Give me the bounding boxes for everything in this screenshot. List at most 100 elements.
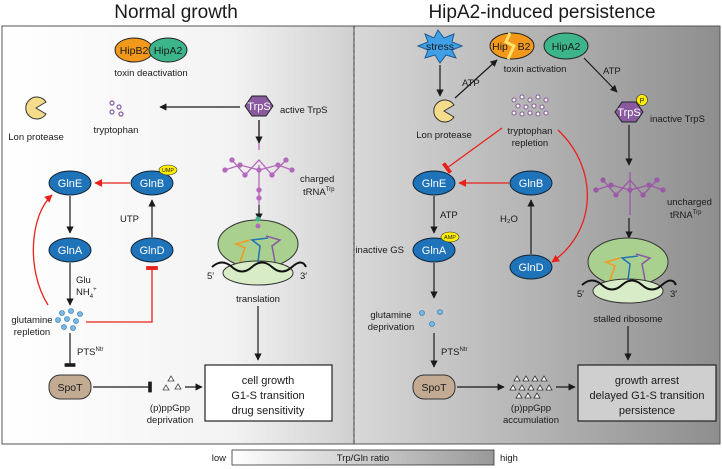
translation-label: translation — [236, 294, 280, 305]
glnb-node — [130, 170, 174, 196]
hipa2-free-label: HipA2 — [552, 41, 581, 53]
h2o-label: H₂O — [500, 214, 518, 225]
legend-ratio-label: Trp/Gln ratio — [337, 453, 389, 464]
nh4-label: NH4+ — [76, 287, 97, 300]
utp-label: UTP — [120, 214, 139, 225]
lon-protease-label: Lon protease — [8, 132, 63, 143]
trna-in-stalled-ribosome-icon — [603, 253, 652, 281]
accumulation-label: accumulation — [503, 415, 559, 426]
tryptophan-label-right: tryptophan — [508, 126, 553, 137]
persistence-outcome-line-2: delayed G1-S transition — [590, 390, 705, 402]
amp-label: AMP — [444, 235, 456, 241]
b2-label: B2 — [518, 41, 531, 53]
ump-badge — [158, 164, 178, 176]
mrna-strand-right — [581, 279, 677, 291]
persistence-outcome-line-3: persistence — [619, 405, 675, 417]
trp-to-glnd-arrow — [551, 129, 588, 263]
lon-protease-icon — [25, 96, 47, 120]
glnd-node-right — [509, 254, 553, 280]
normal-growth-title: Normal growth — [114, 2, 238, 23]
ppgpp-accumulation-icon — [509, 375, 553, 399]
spot-node — [48, 374, 92, 400]
stress-icon — [416, 29, 464, 64]
deprivation-label-right: deprivation — [368, 322, 414, 333]
trna-in-ribosome-icon — [233, 216, 282, 263]
lon-to-hipb2-arrow — [454, 59, 498, 99]
ptsntr-label-right: PTSNtr — [441, 347, 467, 358]
ppgpp-label: (p)ppGpp — [150, 403, 190, 414]
ppgpp-deprivation-label: deprivation — [147, 415, 193, 426]
hipb2-break-icon — [504, 32, 516, 60]
glna-node-right — [412, 237, 456, 263]
tryptophan-repletion-icon — [511, 94, 549, 117]
lon-protease-icon-right — [433, 99, 455, 123]
glutamine-inhibits-glnd — [86, 266, 158, 323]
glnd-node — [130, 237, 174, 263]
tryptophan-label: tryptophan — [94, 125, 139, 136]
repletion-label: repletion — [14, 327, 50, 338]
glnb-label: GlnB — [140, 178, 164, 190]
glne-label-right: GlnE — [422, 178, 446, 190]
three-prime-label-right: 3′ — [670, 289, 677, 300]
legend-low-label: low — [212, 453, 226, 464]
lon-protease-label-right: Lon protease — [416, 130, 471, 141]
spot-node-right — [412, 374, 456, 400]
persistence-title: HipA2-induced persistence — [428, 2, 655, 23]
trps-inactive-label: TrpS — [617, 107, 640, 119]
hipb2-label: HipB2 — [120, 45, 149, 57]
persistence-outcome-line-1: growth arrest — [615, 375, 679, 387]
glna-label: GlnA — [58, 245, 83, 257]
uncharged-trna-icon — [593, 172, 666, 215]
ppgpp-label-right: (p)ppGpp — [511, 403, 551, 414]
atp-label-1: ATP — [462, 78, 480, 89]
glutamine-label-right: glutamine — [370, 310, 411, 321]
outcome-line-1: cell growth — [242, 375, 295, 387]
amp-badge — [440, 231, 460, 243]
hipa2-free-node — [543, 32, 589, 60]
five-prime-label: 5′ — [207, 271, 214, 282]
glnd-label-right: GlnD — [518, 262, 543, 274]
glu-label: Glu — [76, 275, 91, 286]
trps-inactive-node — [614, 101, 644, 123]
hipa2-to-trps-arrow — [583, 57, 618, 93]
trna-label: tRNATrp — [303, 187, 335, 198]
spot-label: SpoT — [57, 382, 83, 394]
glna-label-right: GlnA — [422, 245, 447, 257]
glnd-label: GlnD — [139, 245, 164, 257]
tryptophan-icon — [109, 100, 124, 117]
atp-label-3: ATP — [440, 210, 458, 221]
toxin-activation-label: toxin activation — [504, 64, 567, 75]
toxin-deactivation-label: toxin deactivation — [114, 68, 187, 79]
charged-label: charged — [300, 174, 334, 185]
hip-label: Hip — [492, 41, 508, 53]
stalled-ribosome-small — [592, 278, 664, 304]
glne-node-right — [412, 170, 456, 196]
ppgpp-triangles-icon — [162, 375, 182, 391]
phospho-label: P — [640, 98, 645, 105]
atp-label-2: ATP — [603, 66, 621, 77]
inactive-gs-label: inactive GS — [355, 245, 404, 256]
ptsntr-label: PTSNtr — [77, 347, 103, 358]
normal-outcome-box — [204, 364, 333, 422]
trp-inhibits-glne — [441, 127, 503, 174]
legend-gradient-bar — [231, 449, 495, 466]
glutamine-deprivation-icon — [419, 309, 443, 327]
ribosome-small — [222, 260, 294, 286]
three-prime-label: 3′ — [300, 271, 307, 282]
stalled-ribosome-label: stalled ribosome — [593, 314, 662, 325]
legend-high-label: high — [500, 453, 518, 464]
phospho-badge — [636, 94, 648, 106]
trna-label-right: tRNATrp — [670, 210, 702, 221]
glnb-node-right — [509, 170, 553, 196]
spot-label-right: SpoT — [421, 382, 447, 394]
glutamine-dots-icon — [55, 308, 83, 331]
glne-node — [48, 170, 92, 196]
outcome-line-3: drug sensitivity — [232, 405, 305, 417]
mrna-strand — [211, 261, 307, 273]
hipa2-node — [148, 37, 188, 63]
trps-node — [244, 95, 274, 117]
glutamine-to-glne-arrow — [32, 194, 53, 306]
active-trps-label: active TrpS — [280, 105, 328, 116]
glnb-label-right: GlnB — [519, 178, 543, 190]
stress-label: stress — [426, 41, 454, 53]
